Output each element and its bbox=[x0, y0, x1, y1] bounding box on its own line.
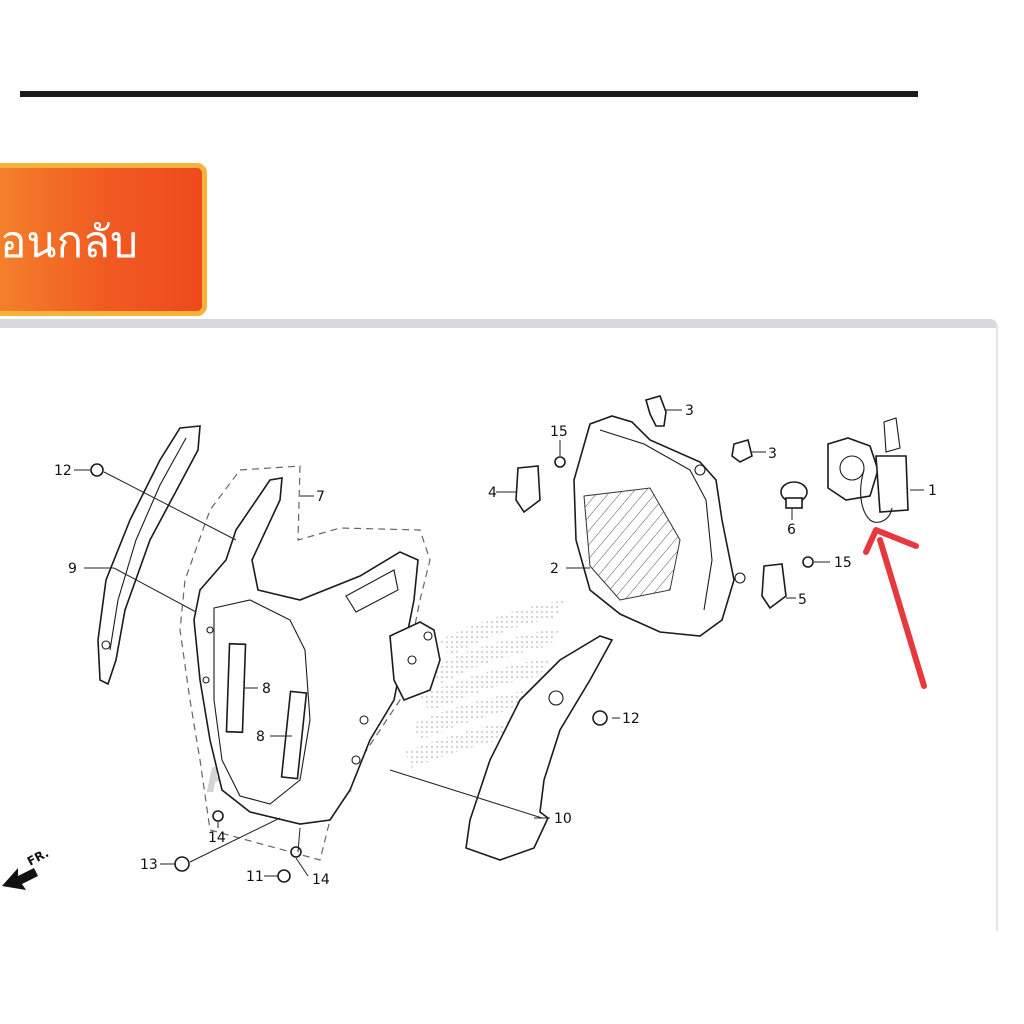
bolt-12-left bbox=[90, 463, 104, 477]
callout-7: 7 bbox=[316, 489, 325, 505]
callout-14-right: 14 bbox=[312, 872, 330, 888]
part-7-front-cowl bbox=[193, 477, 441, 825]
callout-14-left: 14 bbox=[208, 830, 226, 846]
callout-5: 5 bbox=[798, 592, 807, 608]
back-button-label: อนกลับ bbox=[0, 217, 139, 268]
callout-13: 13 bbox=[140, 857, 158, 873]
callout-2: 2 bbox=[550, 561, 559, 577]
callout-15-lower: 15 bbox=[834, 555, 852, 571]
front-direction-marker: FR. bbox=[2, 846, 51, 890]
callout-6: 6 bbox=[787, 522, 796, 538]
part-9-side-cowl bbox=[97, 425, 201, 686]
callout-3-lower: 3 bbox=[768, 446, 777, 462]
part-10-side-cowl bbox=[465, 635, 614, 861]
callout-12-right: 12 bbox=[622, 711, 640, 727]
bolt-13 bbox=[174, 856, 190, 872]
red-arrow-annotation bbox=[863, 527, 927, 689]
leader-lines bbox=[74, 409, 924, 877]
back-button[interactable] bbox=[0, 163, 207, 316]
callout-9: 9 bbox=[68, 561, 77, 577]
callout-11: 11 bbox=[246, 869, 264, 885]
callout-12-left: 12 bbox=[54, 463, 72, 479]
header-divider bbox=[20, 91, 918, 97]
callout-10: 10 bbox=[554, 811, 572, 827]
part-3-clip-upper bbox=[645, 395, 667, 427]
screw-14-right bbox=[290, 846, 302, 858]
part-5-bracket bbox=[761, 563, 787, 610]
callout-3-upper: 3 bbox=[685, 403, 694, 419]
front-marker-label: FR. bbox=[25, 846, 51, 869]
screw-15-right bbox=[802, 556, 814, 568]
callout-labels: 1 2 3 3 4 5 6 7 8 8 9 10 11 12 12 13 14 … bbox=[54, 403, 937, 888]
callout-8-upper: 8 bbox=[262, 681, 271, 697]
part-3-clip-lower bbox=[731, 439, 753, 463]
bolt-12-right bbox=[592, 710, 608, 726]
screw-14-left bbox=[212, 810, 224, 822]
screw-15-left bbox=[554, 456, 566, 468]
part-6-position-bulb bbox=[780, 481, 808, 509]
callout-8-lower: 8 bbox=[256, 729, 265, 745]
callout-4: 4 bbox=[488, 485, 497, 501]
part-2-headlight bbox=[573, 415, 746, 637]
nut-11 bbox=[277, 869, 291, 883]
callout-1: 1 bbox=[928, 483, 937, 499]
part-1-headlight-bulb bbox=[827, 417, 909, 523]
callout-15-upper: 15 bbox=[550, 424, 568, 440]
part-4-bracket bbox=[515, 465, 541, 514]
